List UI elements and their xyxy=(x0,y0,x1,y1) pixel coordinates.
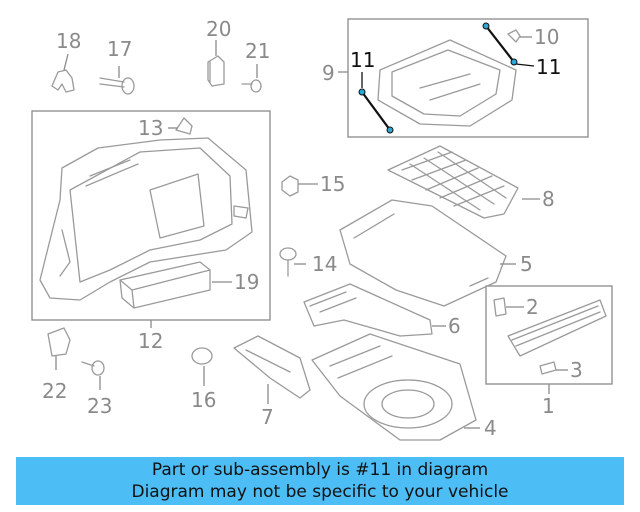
part-10-clip xyxy=(507,29,521,43)
banner-line-2: Diagram may not be specific to your vehi… xyxy=(131,482,509,502)
callout-23: 23 xyxy=(87,394,112,418)
callout-18: 18 xyxy=(56,29,81,53)
callout-8: 8 xyxy=(542,187,555,211)
part-5-load-floor xyxy=(339,199,507,307)
leader-18 xyxy=(63,53,69,71)
callout-3: 3 xyxy=(570,358,583,382)
group-box-9 xyxy=(347,18,589,138)
callout-7: 7 xyxy=(261,405,274,429)
part-4-spare-wheel-well xyxy=(311,333,477,441)
part-19-storage-bin xyxy=(119,261,211,309)
callout-2: 2 xyxy=(526,295,539,319)
callout-17: 17 xyxy=(107,37,132,61)
callout-11-left: 11 xyxy=(350,48,375,72)
part-6-floor-support xyxy=(303,283,433,337)
callout-4: 4 xyxy=(484,416,497,440)
callout-20: 20 xyxy=(206,17,231,41)
banner-line-1: Part or sub-assembly is #11 in diagram xyxy=(151,460,489,480)
part-14-bolt xyxy=(279,247,297,277)
callout-22: 22 xyxy=(42,379,67,403)
part-23-screw xyxy=(81,360,105,376)
callout-1: 1 xyxy=(542,394,555,418)
callout-15: 15 xyxy=(320,172,345,196)
part-8-cargo-net xyxy=(387,145,519,219)
part-3-clip xyxy=(539,361,557,375)
callout-19: 19 xyxy=(234,270,259,294)
callout-14: 14 xyxy=(312,252,337,276)
part-22-clip xyxy=(47,327,71,357)
part-15-push-pin xyxy=(281,175,299,197)
callout-16: 16 xyxy=(191,388,216,412)
part-12-quarter-trim xyxy=(39,137,253,301)
part-16-grommet xyxy=(191,347,213,365)
part-13-clip xyxy=(175,117,193,135)
callout-12: 12 xyxy=(138,329,163,353)
callout-10: 10 xyxy=(534,25,559,49)
callout-11-right: 11 xyxy=(536,55,561,79)
callout-6: 6 xyxy=(448,314,461,338)
part-11-strut-right xyxy=(482,22,518,66)
part-21-bolt xyxy=(241,79,262,93)
part-1-sill-plate xyxy=(507,299,607,357)
callout-9: 9 xyxy=(322,61,335,85)
part-17-screw xyxy=(99,77,135,95)
part-9-cargo-cover xyxy=(377,39,517,127)
part-20-clip xyxy=(207,55,225,87)
info-banner: Part or sub-assembly is #11 in diagram D… xyxy=(16,457,624,505)
part-11-strut-left xyxy=(358,88,394,134)
part-18-clip xyxy=(51,69,75,93)
callout-13: 13 xyxy=(138,116,163,140)
callout-21: 21 xyxy=(245,39,270,63)
leader-11-right xyxy=(515,63,535,67)
callout-5: 5 xyxy=(520,252,533,276)
part-2-clip xyxy=(493,297,507,317)
part-7-bracket xyxy=(233,335,311,399)
